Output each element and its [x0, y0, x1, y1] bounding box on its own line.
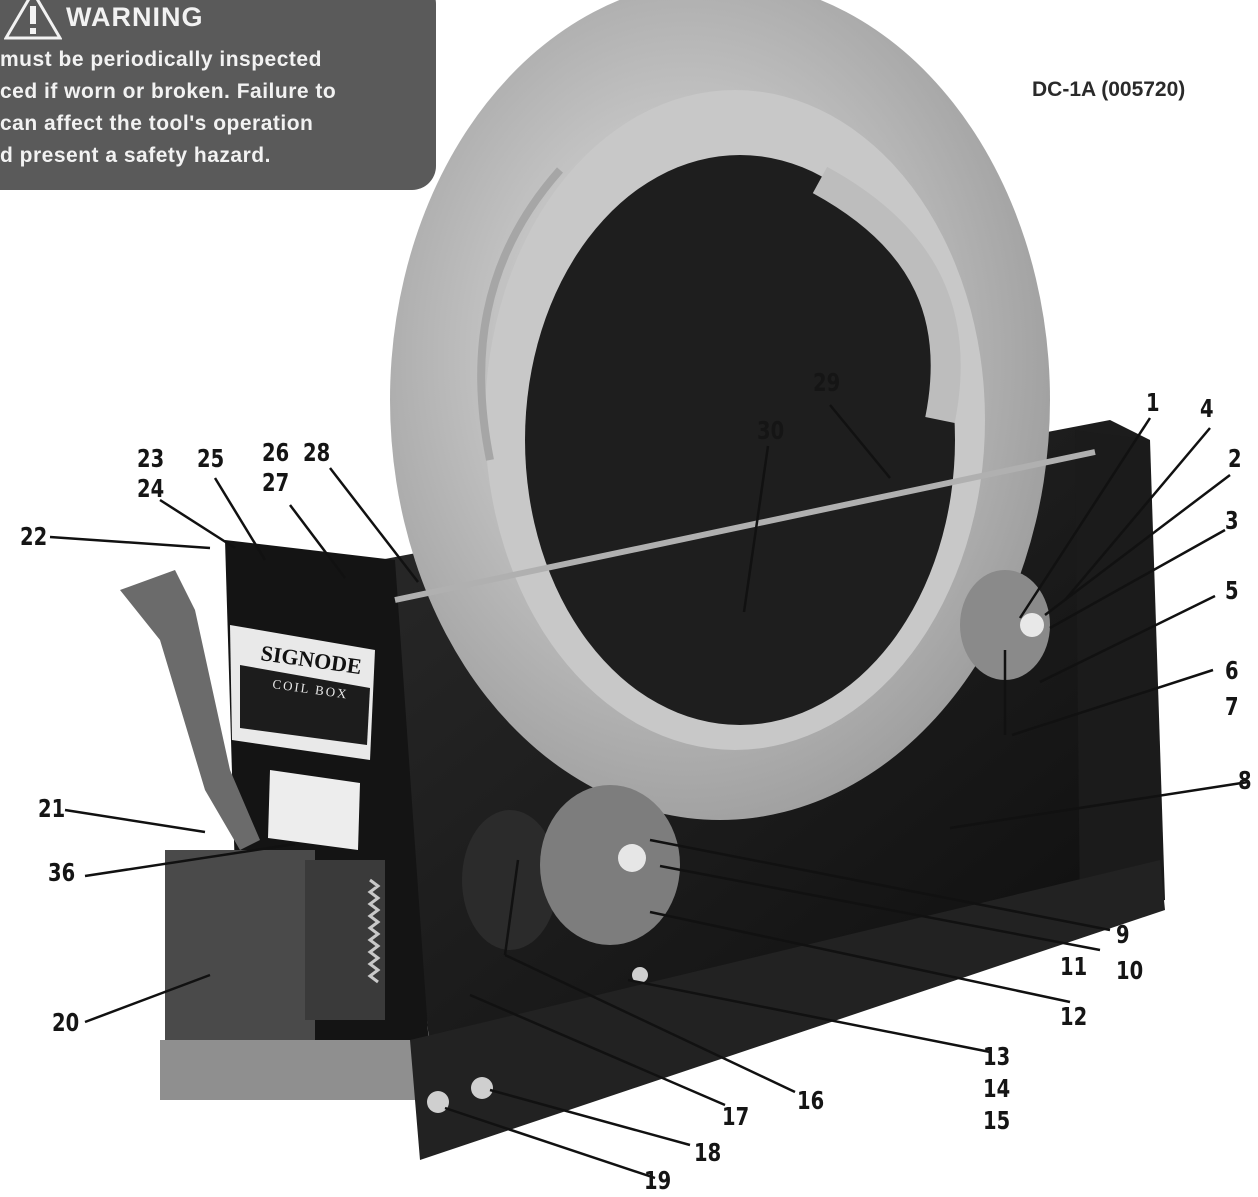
warning-title: WARNING	[66, 2, 204, 32]
callout-label: 26	[262, 438, 290, 467]
rear-hub	[960, 570, 1050, 680]
callout-label: 23	[137, 444, 165, 473]
callout-label: 1	[1146, 388, 1160, 417]
callout-label: 29	[813, 368, 841, 397]
callout-label: 25	[197, 444, 225, 473]
callout-label: 9	[1116, 920, 1130, 949]
callout-label: 12	[1060, 1002, 1088, 1031]
box-side-plate	[1075, 430, 1165, 920]
callout-label: 21	[38, 794, 66, 823]
callout-label: 36	[48, 858, 76, 887]
callout-label: 4	[1200, 394, 1214, 423]
callout-label: 3	[1225, 506, 1239, 535]
callout-label: 28	[303, 438, 331, 467]
warning-box: WARNING must be periodically inspected c…	[0, 0, 436, 190]
bolt	[632, 967, 648, 983]
bolt	[471, 1077, 493, 1099]
callout-label: 16	[797, 1086, 825, 1115]
callout-label: 8	[1238, 766, 1252, 795]
nameplate: SIGNODE COIL BOX	[230, 625, 375, 850]
callout-label: 6	[1225, 656, 1239, 685]
warning-line: d present a safety hazard.	[0, 144, 271, 167]
callout-label: 27	[262, 468, 290, 497]
guide-rod	[394, 449, 1096, 603]
callout-label: 2	[1228, 444, 1242, 473]
spring	[367, 878, 381, 984]
warning-line: can affect the tool's operation	[0, 112, 314, 135]
callout-label: 24	[137, 474, 165, 503]
figure-code: DC-1A (005720)	[1032, 78, 1186, 101]
callout-label: 15	[983, 1106, 1011, 1135]
callout-label: 19	[644, 1166, 672, 1195]
callout-label: 20	[52, 1008, 80, 1037]
handle-bracket	[120, 570, 260, 850]
callout-label: 17	[722, 1102, 750, 1131]
callout-label: 10	[1116, 956, 1144, 985]
base-rail	[410, 860, 1165, 1160]
leader-lines	[49, 404, 1249, 1180]
callout-label: 7	[1225, 692, 1239, 721]
callout-label: 30	[757, 416, 785, 445]
front-hub	[462, 785, 680, 950]
callout-label: 14	[983, 1074, 1011, 1103]
bolt	[427, 1091, 449, 1113]
callout-label: 18	[694, 1138, 722, 1167]
warning-line: must be periodically inspected	[0, 48, 322, 71]
callout-label: 5	[1225, 576, 1239, 605]
callout-label: 13	[983, 1042, 1011, 1071]
warning-line: ced if worn or broken. Failure to	[0, 80, 337, 103]
callout-label: 11	[1060, 952, 1088, 981]
steel-coil	[390, 0, 1050, 820]
warning-triangle-icon	[4, 0, 62, 40]
base-bar	[160, 1040, 420, 1100]
callout-label: 22	[20, 522, 48, 551]
